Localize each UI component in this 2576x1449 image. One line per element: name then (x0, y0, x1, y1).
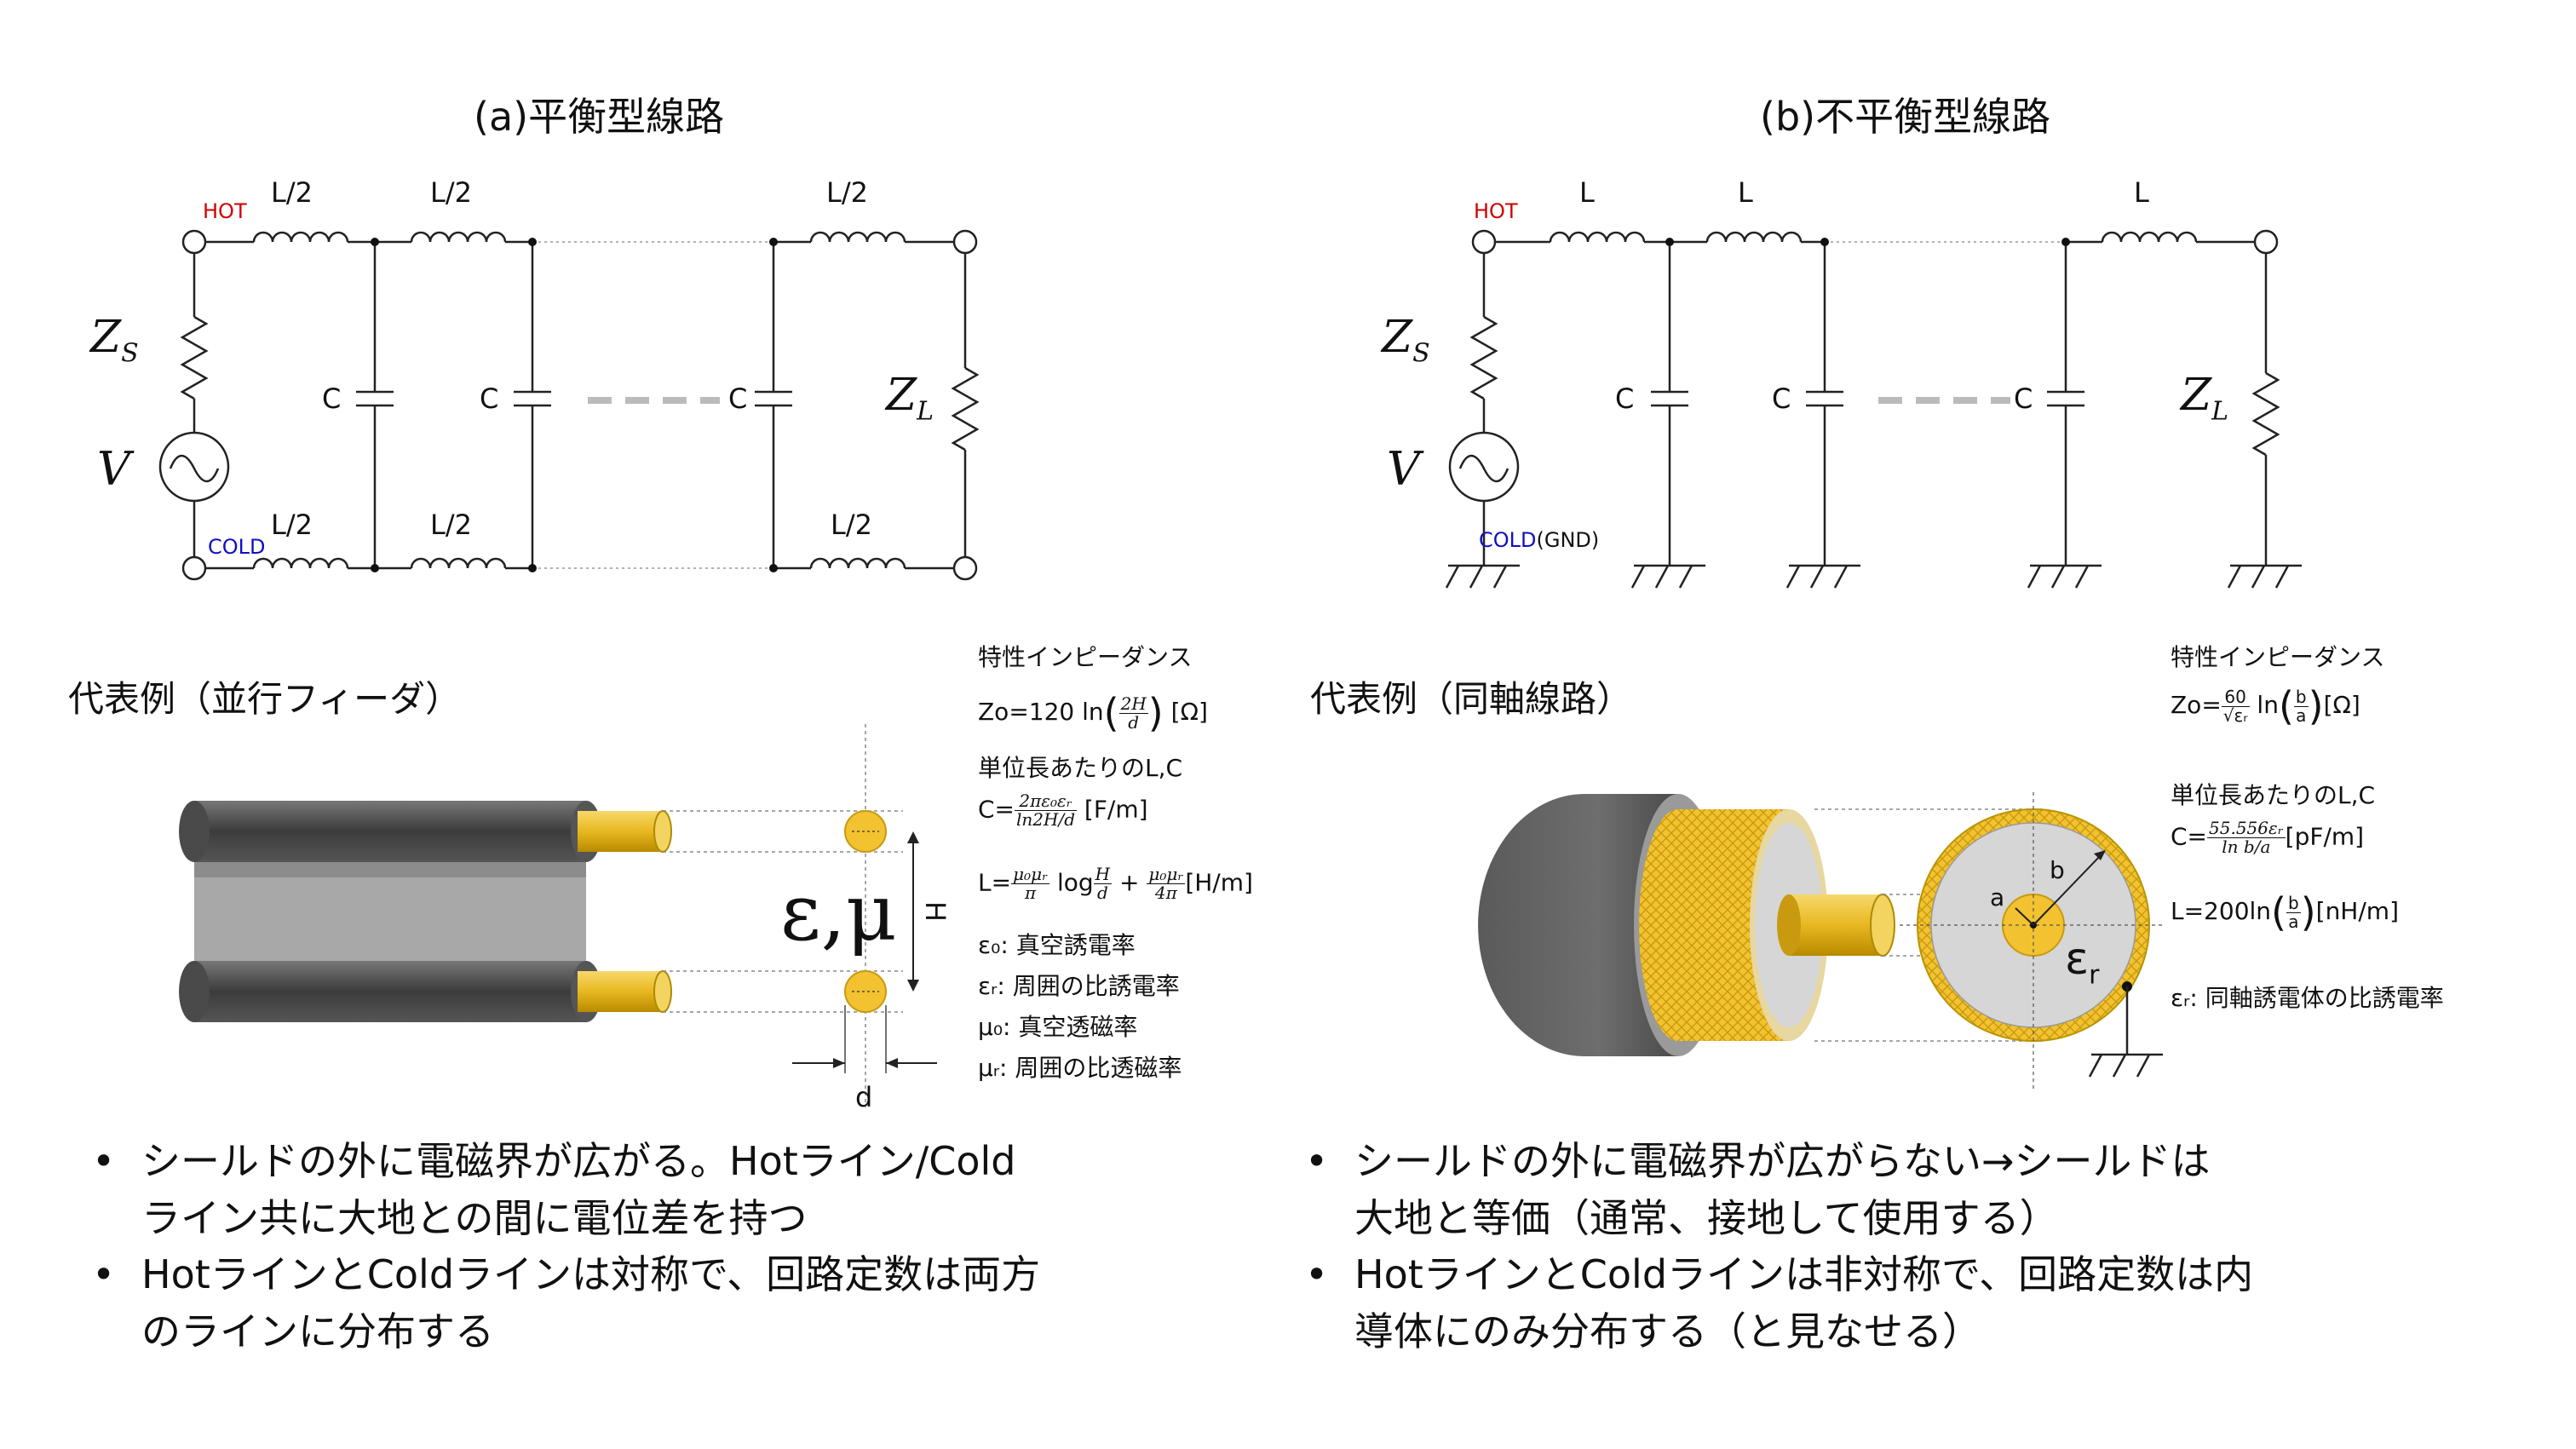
terminal (952, 229, 978, 255)
inductor-label: L (2134, 176, 2149, 209)
definition-eps0: ε₀: 真空誘電率 (978, 931, 1136, 959)
source-voltage-label: V (1387, 442, 1420, 496)
inductor-bottom-2 (410, 557, 507, 569)
inductor-label: L/2 (831, 509, 872, 541)
panel-title-balanced: (a)平衡型線路 (474, 94, 725, 140)
hot-label: HOT (203, 199, 247, 223)
definition-epsr: εᵣ: 周囲の比誘電率 (978, 972, 1180, 1000)
capacitor-label: C (1772, 382, 1791, 415)
inductor-top-3 (809, 231, 906, 243)
balanced-bullets: シールドの外に電磁界が広がる。Hotライン/Coldライン共に大地との間に電位差… (85, 1133, 1040, 1360)
capacitor-label: C (2014, 382, 2033, 415)
bullet-item: HotラインとColdラインは非対称で、回路定数は内導体にのみ分布する（と見なせ… (1298, 1246, 2253, 1360)
inductor-label: L (1579, 176, 1595, 209)
inductor-label: L/2 (271, 176, 313, 209)
parallel-feeder-drawing (179, 724, 937, 1107)
d-dimension-label: d (855, 1081, 873, 1113)
inductor-label: L/2 (430, 176, 472, 209)
cold-gnd-label: COLD(GND) (1479, 528, 1600, 552)
inductor-label: L/2 (430, 509, 472, 541)
load-impedance-label: ZL (886, 370, 934, 427)
coaxial-cable-drawing (1478, 792, 2164, 1090)
inductor-top-2 (410, 231, 507, 243)
bullet-item: シールドの外に電磁界が広がる。Hotライン/Coldライン共に大地との間に電位差… (85, 1133, 1040, 1246)
definition-epsr: εᵣ: 同軸誘電体の比誘電率 (2171, 984, 2444, 1012)
outer-radius-label: b (2050, 856, 2065, 884)
load-resistor (951, 366, 980, 451)
source-voltage-label: V (97, 442, 130, 496)
balanced-circuit (158, 229, 980, 581)
unbalanced-circuit (1445, 229, 2302, 589)
inductor-label: L (1738, 176, 1753, 209)
capacitor-label: C (480, 382, 499, 415)
source-impedance-label: ZS (1382, 312, 1430, 369)
inductor-bottom-3 (809, 557, 906, 569)
inductor-label: L/2 (826, 176, 868, 209)
h-dimension-label: H (919, 900, 952, 923)
example-heading-coaxial: 代表例（同軸線路） (1310, 678, 1633, 720)
capacitor-label: C (322, 382, 342, 415)
inductor-top-1 (252, 231, 349, 243)
hot-label: HOT (1474, 199, 1518, 223)
definition-mur: μᵣ: 周囲の比透磁率 (978, 1054, 1182, 1082)
source-resistor (180, 315, 209, 400)
load-impedance-label: ZL (2181, 370, 2229, 427)
lc-heading: 単位長あたりのL,C (978, 754, 1183, 782)
epsilon-r-label: εr (2065, 934, 2100, 991)
capacitor-label: C (1615, 382, 1635, 415)
inner-radius-label: a (1990, 883, 2005, 911)
terminal (181, 229, 207, 255)
epsilon-mu-label: ε,μ (780, 867, 897, 958)
impedance-heading: 特性インピーダンス (2171, 643, 2385, 671)
ground-symbol (1445, 564, 1520, 589)
capacitor-label: C (728, 382, 748, 415)
example-heading-parallel-feeder: 代表例（並行フィーダ） (68, 678, 462, 720)
definition-mu0: μ₀: 真空透磁率 (978, 1013, 1138, 1041)
panel-title-unbalanced: (b)不平衡型線路 (1760, 94, 2051, 140)
inductor-label: L/2 (271, 509, 313, 541)
source-impedance-label: ZS (90, 312, 139, 369)
inductor-bottom-1 (252, 557, 349, 569)
lc-heading: 単位長あたりのL,C (2171, 781, 2376, 809)
terminal (181, 555, 207, 581)
unbalanced-bullets: シールドの外に電磁界が広がらない→シールドは大地と等価（通常、接地して使用する）… (1298, 1133, 2253, 1360)
terminal (952, 555, 978, 581)
impedance-heading: 特性インピーダンス (978, 643, 1193, 671)
cold-label: COLD (208, 535, 266, 559)
